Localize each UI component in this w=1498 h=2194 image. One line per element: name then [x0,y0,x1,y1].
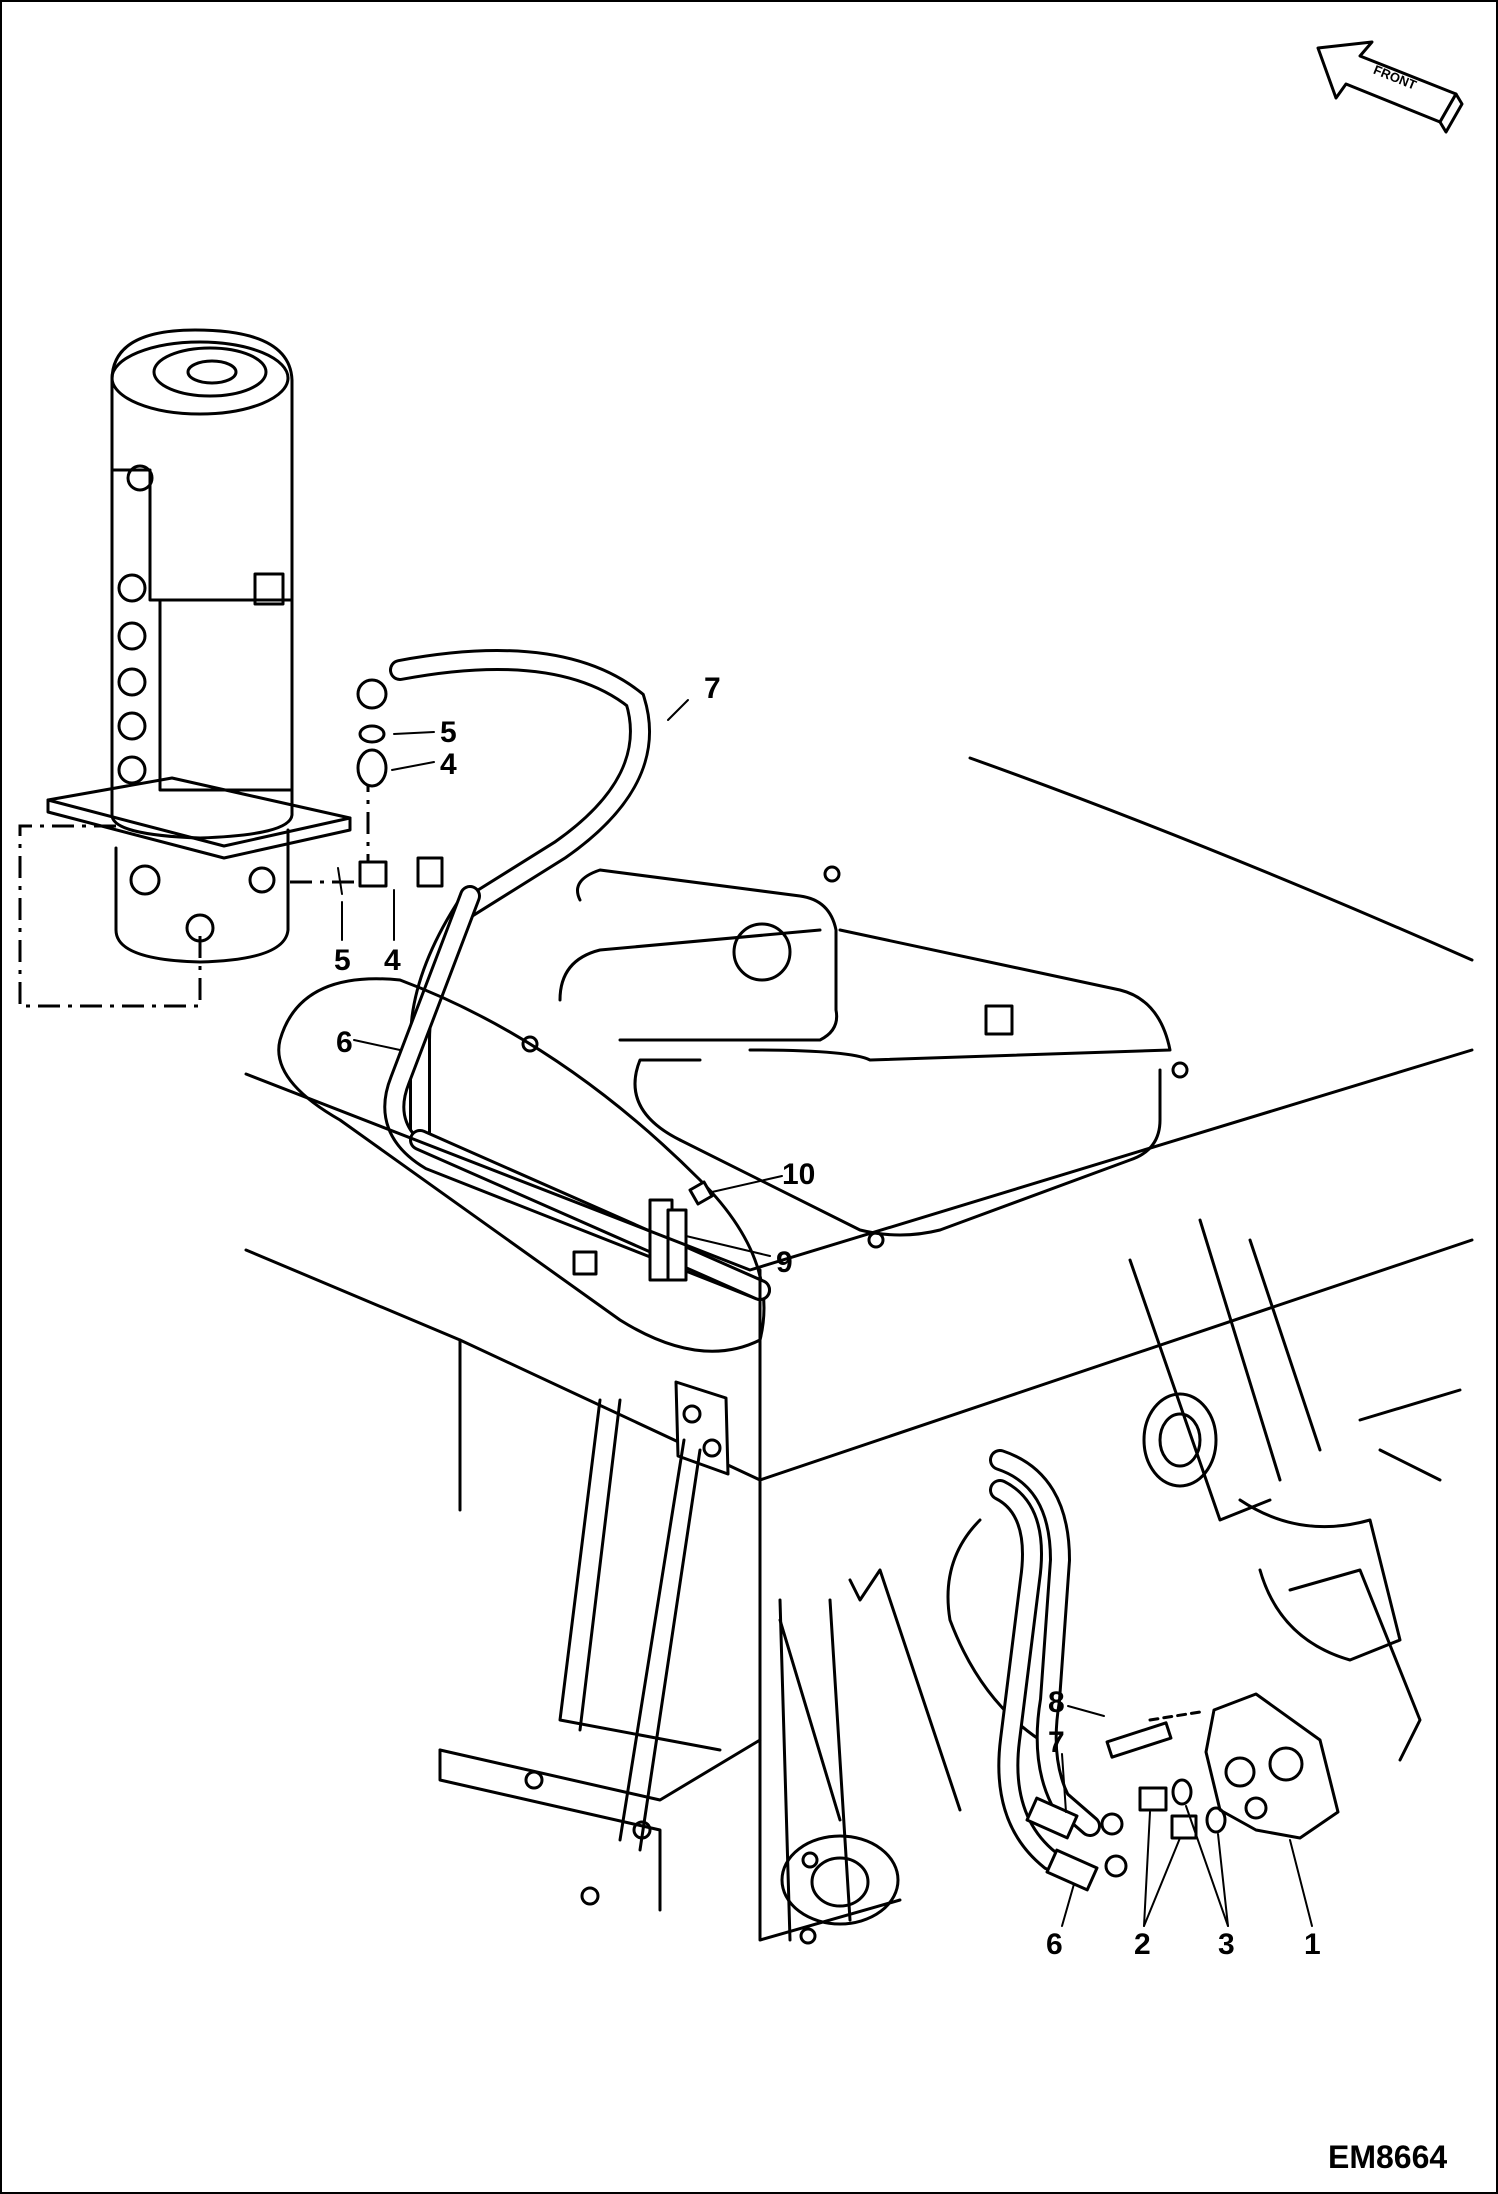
callout-7-upper: 7 [704,672,721,705]
lower-hoses [989,1449,1101,1892]
travel-motor-fittings [1100,1692,1340,1878]
callout-3: 3 [1218,1928,1235,1961]
callout-5-lower-left: 5 [334,944,351,977]
lower-frame [438,1218,1462,1945]
drawing-code: EM8664 [1328,2139,1447,2175]
callout-8: 8 [1048,1686,1065,1719]
callout-6-lower: 6 [1046,1928,1063,1961]
callout-2: 2 [1134,1928,1151,1961]
callout-7-lower: 7 [1048,1726,1065,1759]
callout-5-upper: 5 [440,716,457,749]
callout-6-upper: 6 [336,1026,353,1059]
callout-9: 9 [776,1246,793,1279]
front-arrow-icon: FRONT [1316,40,1464,134]
clamp-parts [572,1180,714,1282]
callout-1: 1 [1304,1928,1321,1961]
upper-frame [244,756,1474,1492]
callout-labels: 7 5 4 5 4 6 10 9 8 7 6 2 3 1 [334,672,1321,1961]
upper-fittings [337,678,444,895]
swivel-joint [46,328,352,964]
leader-lines [341,699,1313,1927]
assembly-dash-line [18,776,370,1008]
callout-10: 10 [782,1158,815,1191]
callout-4-lower-left: 4 [384,944,401,977]
callout-4-upper: 4 [440,748,457,781]
